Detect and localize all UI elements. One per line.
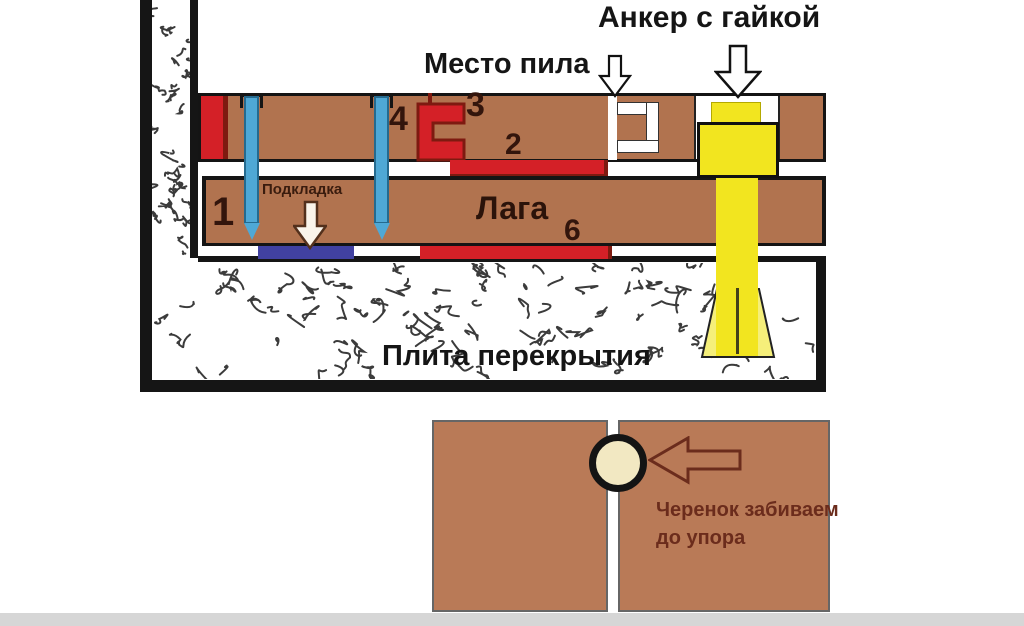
screw-head-mark — [260, 93, 263, 108]
pad-label: Подкладка — [262, 181, 343, 198]
joist-label: Лага — [476, 190, 549, 226]
dowel-note: Черенок забиваем до упора — [656, 496, 839, 552]
dowel-arrow-left-icon — [648, 436, 742, 485]
anchor-nut — [697, 122, 779, 178]
wall-left-border — [140, 0, 152, 392]
wall-right-border — [190, 0, 198, 258]
screw-tip-2 — [374, 223, 390, 240]
image-bottom-strip — [0, 613, 1024, 626]
number-2: 2 — [505, 128, 522, 161]
anchor-expansion-sleeve — [700, 288, 776, 358]
anchor-shaft — [716, 178, 758, 290]
red-strip-2 — [450, 160, 608, 177]
screw-head-1 — [240, 93, 263, 97]
saw-cut-label: Место пила — [424, 48, 590, 80]
number-1: 1 — [212, 190, 235, 234]
slab-right-border — [816, 256, 826, 392]
screw-head-mark — [390, 93, 393, 108]
pad-arrow-down-icon — [293, 200, 327, 250]
dowel-end-circle — [589, 434, 647, 492]
anchor-arrow-down-icon — [714, 44, 762, 99]
saw-bracket-bottom-arm — [617, 140, 659, 153]
slab-top-line — [198, 256, 826, 262]
bottom-board-left — [432, 420, 608, 612]
joist-top-line — [202, 176, 826, 181]
red-joint-profile — [416, 93, 466, 162]
slab-concrete-texture — [154, 263, 815, 379]
screw-head-mark — [370, 93, 373, 108]
saw-arrow-down-icon — [598, 54, 632, 98]
blue-shim-pad — [258, 246, 354, 259]
screw-shaft-2 — [374, 96, 389, 224]
red-end-block — [201, 96, 228, 159]
dowel-note-line1: Черенок забиваем — [656, 499, 839, 521]
screw-shaft-1 — [244, 96, 259, 224]
number-4: 4 — [389, 100, 408, 138]
screw-head-mark — [240, 93, 243, 108]
screw-head-2 — [370, 93, 393, 97]
slab-bottom-line — [140, 380, 826, 392]
slab-label: Плита перекрытия — [382, 340, 651, 372]
dowel-note-line2: до упора — [656, 527, 746, 549]
saw-cut-slit — [608, 96, 617, 160]
number-3: 3 — [466, 86, 485, 124]
screw-tip-1 — [244, 223, 260, 240]
anchor-label: Анкер с гайкой — [598, 1, 821, 34]
red-strip-6 — [420, 246, 612, 259]
number-6: 6 — [564, 214, 581, 247]
wall-concrete-texture — [152, 7, 190, 256]
